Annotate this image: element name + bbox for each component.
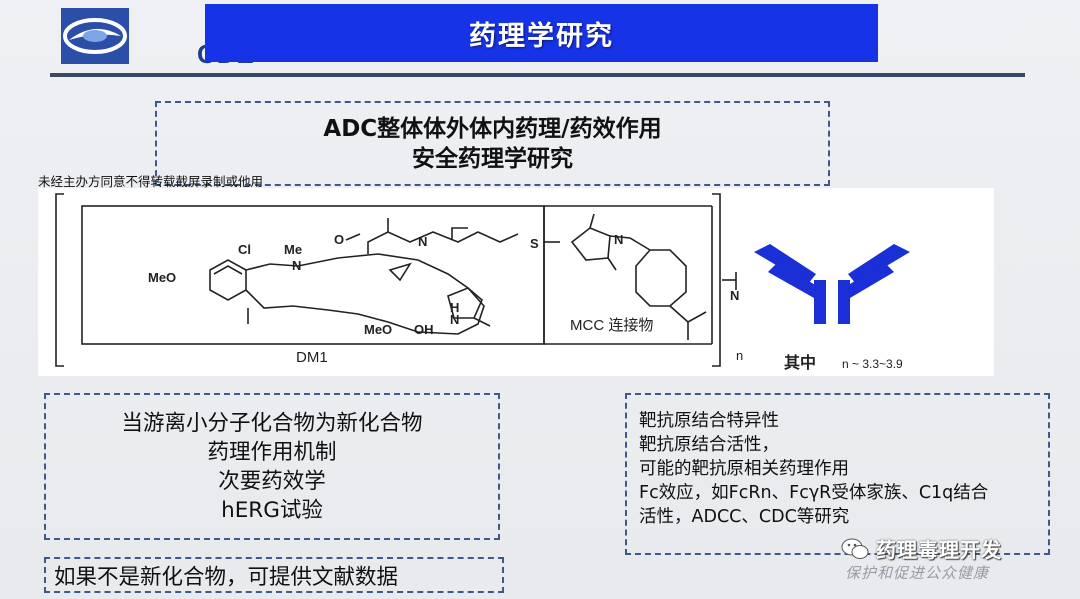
label-n-linker: N bbox=[730, 288, 739, 303]
right-line-1: 靶抗原结合特异性 bbox=[639, 411, 779, 431]
watermark-subtext: 保护和促进公众健康 bbox=[845, 564, 990, 582]
left-line-2: 药理作用机制 bbox=[207, 439, 337, 465]
label-o: O bbox=[334, 232, 344, 247]
label-nh: N bbox=[450, 312, 459, 327]
label-me: Me bbox=[284, 242, 302, 257]
adc-structure-panel: MeO Cl Me N O N S N MeO OH N H N DM1 MCC… bbox=[38, 188, 994, 376]
legend-prefix: 其中 bbox=[784, 353, 816, 372]
left-line-1: 当游离小分子化合物为新化合物 bbox=[121, 410, 423, 436]
literature-text: 如果不是新化合物，可提供文献数据 bbox=[54, 564, 399, 590]
label-n-maleimide: N bbox=[614, 232, 623, 247]
header-divider bbox=[50, 73, 1025, 77]
left-line-3: 次要药效学 bbox=[218, 468, 326, 494]
title-bar: 药理学研究 bbox=[205, 4, 878, 62]
right-line-3: 可能的靶抗原相关药理作用 bbox=[639, 459, 849, 479]
top-line-2: 安全药理学研究 bbox=[412, 145, 573, 172]
literature-box: 如果不是新化合物，可提供文献数据 bbox=[44, 557, 504, 593]
wechat-watermark: 药理毒理开发 bbox=[840, 534, 1002, 563]
label-s: S bbox=[530, 236, 539, 251]
label-meo: MeO bbox=[148, 270, 176, 285]
top-summary-box: ADC整体体外体内药理/药效作用 安全药理学研究 bbox=[155, 101, 830, 186]
copyright-notice: 未经主办方同意不得转载截屏录制或他用 bbox=[38, 174, 264, 189]
label-n-amide: N bbox=[418, 234, 427, 249]
watermark-text: 药理毒理开发 bbox=[876, 538, 1002, 562]
dm1-label: DM1 bbox=[296, 349, 328, 366]
cde-logo: CDE bbox=[55, 6, 254, 69]
legend-value: n ~ 3.3~3.9 bbox=[842, 357, 903, 371]
label-n: N bbox=[292, 258, 301, 273]
top-line-1: ADC整体体外体内药理/药效作用 bbox=[323, 115, 662, 142]
antibody-icon bbox=[754, 244, 910, 324]
page-title: 药理学研究 bbox=[469, 20, 614, 52]
right-line-2: 靶抗原结合活性， bbox=[639, 435, 779, 455]
mcc-label: MCC 连接物 bbox=[570, 317, 653, 334]
right-line-4: Fc效应，如FcRn、FcγR受体家族、C1q结合 bbox=[639, 483, 989, 503]
adc-structure-diagram: MeO Cl Me N O N S N MeO OH N H N DM1 MCC… bbox=[55, 193, 910, 372]
wechat-icon bbox=[841, 538, 869, 559]
label-meo-lower: MeO bbox=[364, 322, 392, 337]
right-line-5: 活性，ADCC、CDC等研究 bbox=[639, 507, 850, 527]
subscript-n: n bbox=[736, 348, 743, 363]
label-h: H bbox=[450, 300, 459, 315]
small-molecule-box: 当游离小分子化合物为新化合物 药理作用机制 次要药效学 hERG试验 bbox=[44, 393, 500, 540]
label-cl: Cl bbox=[238, 242, 251, 257]
label-oh: OH bbox=[414, 322, 434, 337]
cde-emblem-icon bbox=[61, 8, 129, 64]
left-line-4: hERG试验 bbox=[221, 497, 323, 523]
antibody-box: 靶抗原结合特异性 靶抗原结合活性， 可能的靶抗原相关药理作用 Fc效应，如FcR… bbox=[625, 393, 1050, 555]
